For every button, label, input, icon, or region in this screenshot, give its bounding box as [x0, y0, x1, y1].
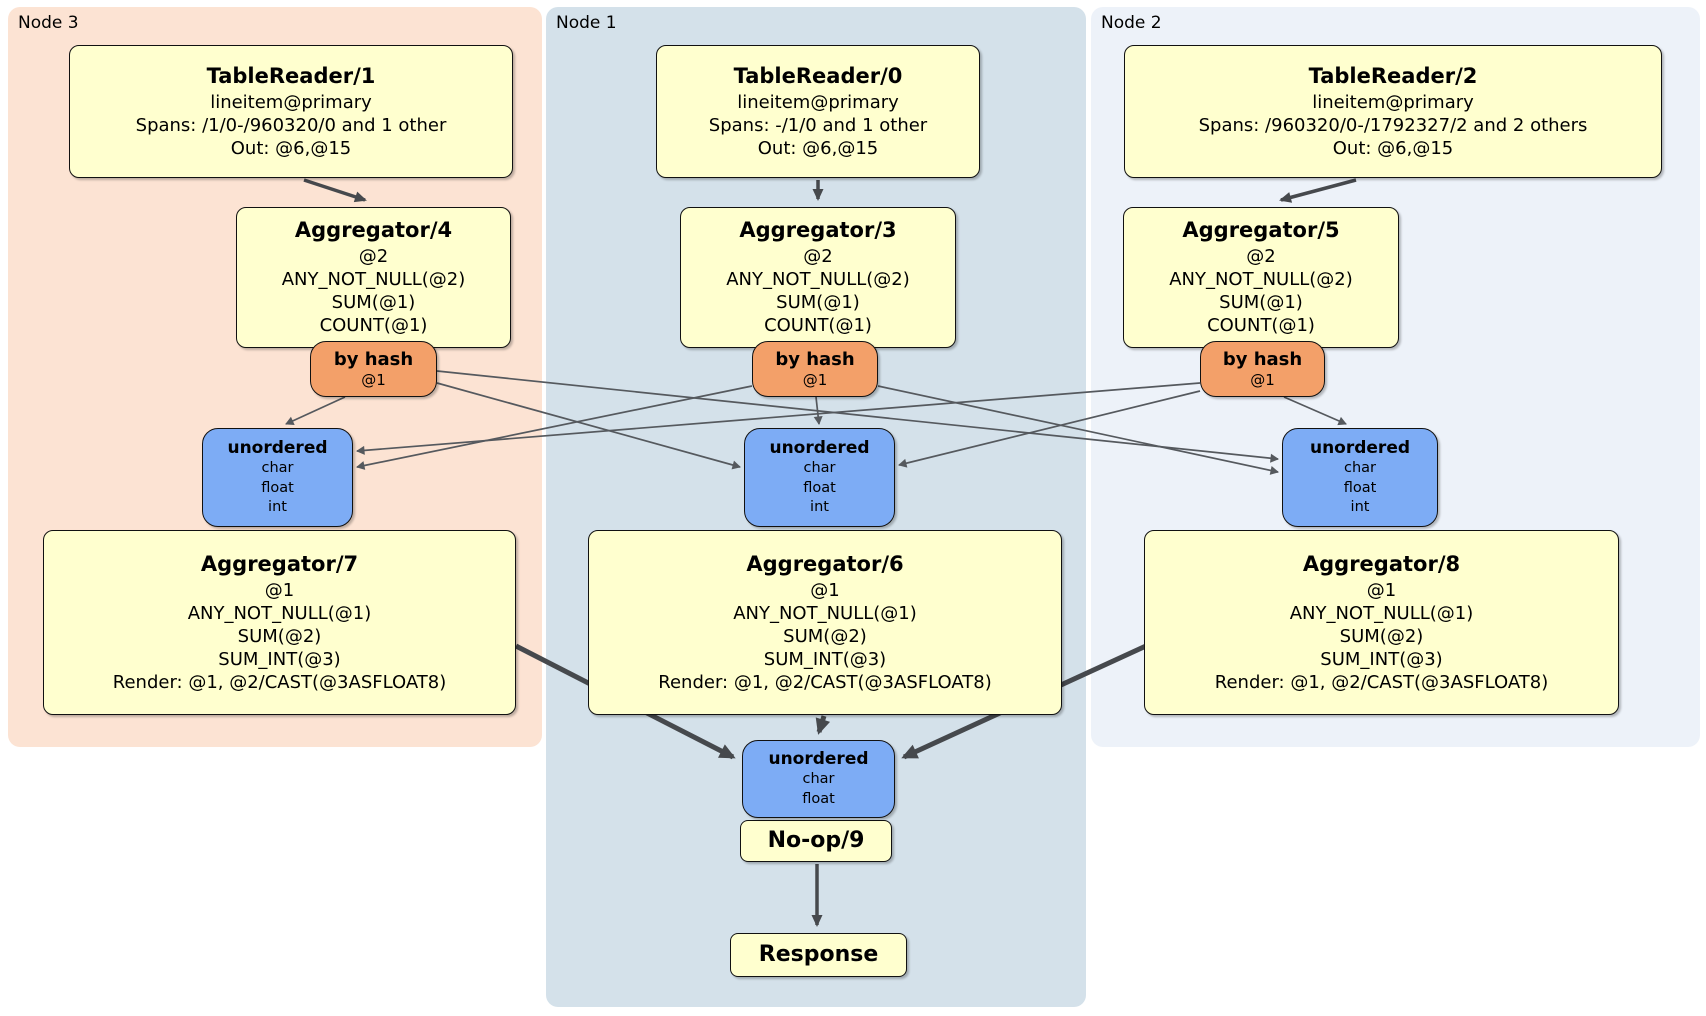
noop-box: No-op/9: [740, 820, 892, 862]
box-line: SUM(@1): [1219, 292, 1303, 314]
tablereader-2-box: TableReader/2 lineitem@primary Spans: /9…: [1124, 45, 1662, 178]
aggregator-8-box: Aggregator/8 @1 ANY_NOT_NULL(@1) SUM(@2)…: [1144, 530, 1619, 715]
box-line: SUM_INT(@3): [1320, 648, 1443, 670]
aggregator-4-title: Aggregator/4: [294, 218, 453, 243]
response-box: Response: [730, 933, 907, 977]
box-line: SUM_INT(@3): [218, 648, 341, 670]
box-line: float: [1343, 479, 1377, 496]
unordered-sync-title: unordered: [227, 438, 328, 459]
box-line: lineitem@primary: [737, 91, 899, 113]
box-line: char: [803, 460, 836, 477]
box-line: Out: @6,@15: [230, 137, 352, 159]
box-line: ANY_NOT_NULL(@1): [733, 602, 917, 624]
box-line: @1: [264, 579, 295, 601]
box-line: ANY_NOT_NULL(@1): [1289, 602, 1474, 624]
tablereader-1-title: TableReader/1: [206, 63, 376, 88]
box-line: COUNT(@1): [319, 315, 428, 337]
box-line: Spans: /960320/0-/1792327/2 and 2 others: [1198, 114, 1588, 136]
box-line: lineitem@primary: [1312, 91, 1474, 113]
box-line: ANY_NOT_NULL(@2): [1169, 269, 1353, 291]
unordered-sync-node3: unordered char float int: [202, 428, 353, 527]
response-title: Response: [758, 941, 879, 967]
box-line: @1: [361, 370, 386, 389]
box-line: char: [802, 771, 835, 788]
unordered-sync-title: unordered: [768, 749, 869, 770]
box-line: lineitem@primary: [210, 91, 372, 113]
unordered-sync-node1: unordered char float int: [744, 428, 895, 527]
tablereader-0-box: TableReader/0 lineitem@primary Spans: -/…: [656, 45, 980, 178]
box-line: Spans: /1/0-/960320/0 and 1 other: [135, 114, 447, 136]
aggregator-6-box: Aggregator/6 @1 ANY_NOT_NULL(@1) SUM(@2)…: [588, 530, 1062, 715]
box-line: SUM(@1): [331, 292, 416, 314]
box-line: COUNT(@1): [764, 315, 872, 337]
box-line: float: [261, 479, 294, 496]
box-line: char: [1343, 460, 1376, 477]
noop-title: No-op/9: [767, 827, 865, 853]
aggregator-3-title: Aggregator/3: [739, 218, 897, 243]
aggregator-5-box: Aggregator/5 @2 ANY_NOT_NULL(@2) SUM(@1)…: [1123, 207, 1399, 348]
aggregator-8-title: Aggregator/8: [1302, 551, 1461, 576]
final-unordered-sync: unordered char float: [742, 740, 895, 818]
box-line: @2: [803, 246, 833, 268]
node2-label: Node 2: [1101, 13, 1162, 33]
aggregator-6-title: Aggregator/6: [746, 551, 904, 576]
unordered-sync-node2: unordered char float int: [1282, 428, 1438, 527]
box-line: ANY_NOT_NULL(@2): [281, 269, 466, 291]
box-line: SUM_INT(@3): [763, 648, 887, 670]
box-line: ANY_NOT_NULL(@1): [187, 602, 372, 624]
box-line: SUM(@2): [237, 625, 322, 647]
box-line: int: [810, 499, 829, 516]
hash-router-node1: by hash @1: [752, 341, 878, 397]
box-line: Render: @1, @2/CAST(@3ASFLOAT8): [1214, 672, 1549, 693]
box-line: int: [1350, 499, 1370, 516]
aggregator-4-box: Aggregator/4 @2 ANY_NOT_NULL(@2) SUM(@1)…: [236, 207, 511, 348]
tablereader-2-title: TableReader/2: [1308, 63, 1478, 88]
hash-router-title: by hash: [333, 349, 414, 371]
hash-router-title: by hash: [1222, 349, 1303, 371]
box-line: @1: [1366, 579, 1397, 601]
box-line: Spans: -/1/0 and 1 other: [708, 114, 928, 136]
box-line: @1: [810, 579, 840, 601]
box-line: @1: [1250, 370, 1275, 389]
unordered-sync-title: unordered: [769, 438, 870, 459]
node3-label: Node 3: [18, 13, 79, 33]
hash-router-title: by hash: [775, 349, 855, 371]
box-line: Render: @1, @2/CAST(@3ASFLOAT8): [112, 672, 447, 693]
tablereader-0-title: TableReader/0: [733, 63, 903, 88]
box-line: @2: [358, 246, 389, 268]
hash-router-node3: by hash @1: [310, 341, 437, 397]
box-line: char: [261, 460, 294, 477]
box-line: int: [268, 499, 287, 516]
box-line: float: [802, 791, 835, 808]
box-line: float: [803, 479, 836, 496]
box-line: Out: @6,@15: [757, 137, 879, 159]
box-line: @1: [802, 370, 828, 389]
node1-label: Node 1: [556, 13, 617, 33]
box-line: SUM(@1): [776, 292, 860, 314]
hash-router-node2: by hash @1: [1200, 341, 1325, 397]
aggregator-5-title: Aggregator/5: [1182, 218, 1340, 243]
box-line: @2: [1246, 246, 1276, 268]
box-line: SUM(@2): [783, 625, 867, 647]
tablereader-1-box: TableReader/1 lineitem@primary Spans: /1…: [69, 45, 513, 178]
aggregator-7-box: Aggregator/7 @1 ANY_NOT_NULL(@1) SUM(@2)…: [43, 530, 516, 715]
box-line: Out: @6,@15: [1332, 137, 1454, 159]
unordered-sync-title: unordered: [1309, 438, 1411, 459]
box-line: SUM(@2): [1339, 625, 1424, 647]
box-line: Render: @1, @2/CAST(@3ASFLOAT8): [658, 672, 992, 693]
box-line: ANY_NOT_NULL(@2): [726, 269, 910, 291]
aggregator-7-title: Aggregator/7: [200, 551, 359, 576]
aggregator-3-box: Aggregator/3 @2 ANY_NOT_NULL(@2) SUM(@1)…: [680, 207, 956, 348]
box-line: COUNT(@1): [1207, 315, 1315, 337]
